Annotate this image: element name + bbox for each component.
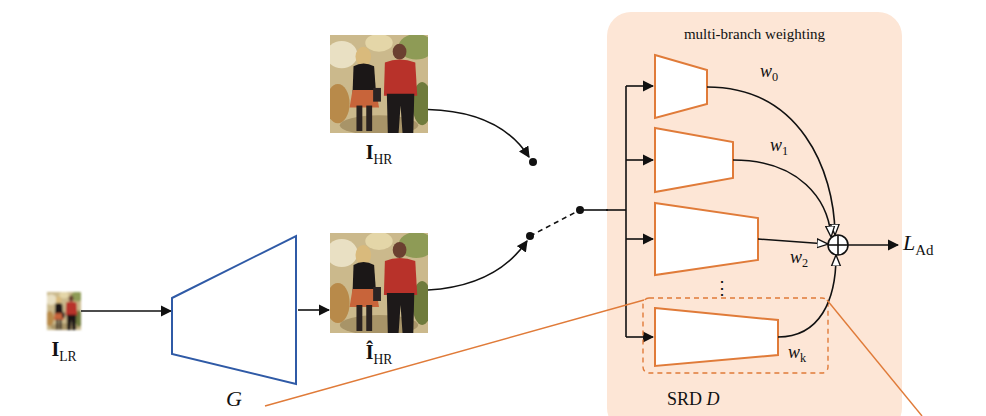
image-node: IHR bbox=[330, 35, 428, 133]
flow-arrow bbox=[81, 310, 171, 312]
switch-stub bbox=[580, 209, 608, 211]
sum-circle bbox=[828, 235, 848, 255]
dashed-highlight bbox=[643, 298, 828, 373]
super-res-photo bbox=[326, 232, 434, 335]
branch-output bbox=[733, 160, 831, 236]
bus-line bbox=[606, 209, 626, 211]
branch-output bbox=[758, 239, 827, 244]
loss-label: LAd bbox=[903, 231, 934, 259]
sum-plus bbox=[837, 235, 839, 255]
image-label: ÎHR bbox=[366, 341, 393, 368]
branch-input bbox=[626, 336, 653, 338]
branch-network bbox=[655, 308, 778, 366]
generator-block: G bbox=[170, 234, 298, 386]
block-label: G bbox=[226, 387, 242, 411]
panel-name: SRD D bbox=[667, 390, 720, 410]
switch-dot bbox=[529, 158, 537, 166]
discriminator-panel: multi-branch weightingSRD D bbox=[607, 12, 902, 416]
text-part: SRD bbox=[667, 389, 707, 409]
flow-arrow bbox=[428, 109, 529, 157]
panel-title: multi-branch weighting bbox=[684, 26, 825, 43]
image-label: ILR bbox=[51, 338, 76, 365]
switch-dot bbox=[526, 232, 534, 240]
flow-arrow bbox=[298, 309, 329, 311]
text-part: I bbox=[366, 141, 374, 163]
bus-line bbox=[625, 86, 627, 337]
text-part: HR bbox=[373, 152, 392, 167]
text-part: I bbox=[51, 338, 59, 360]
text-part: Î bbox=[366, 341, 374, 363]
high-res-photo bbox=[326, 34, 434, 135]
branch-input bbox=[626, 159, 653, 161]
generator-outline bbox=[170, 234, 298, 386]
text-part: HR bbox=[373, 352, 392, 367]
branch-network bbox=[655, 55, 707, 118]
image-label: IHR bbox=[366, 141, 393, 168]
text-part: G bbox=[226, 386, 242, 411]
branch-input bbox=[626, 85, 653, 87]
text-part: L bbox=[903, 230, 915, 255]
branch-output bbox=[778, 256, 836, 337]
image-node: ILR bbox=[47, 292, 81, 330]
branch-input bbox=[626, 238, 653, 240]
text-part: LR bbox=[59, 349, 76, 364]
leader-line bbox=[827, 300, 922, 416]
low-res-photo bbox=[46, 292, 83, 331]
generator-trapezoid bbox=[172, 236, 296, 384]
output-arrow bbox=[848, 244, 898, 246]
text-part: Ad bbox=[915, 242, 933, 258]
switch-dashed bbox=[530, 211, 578, 236]
leader-line bbox=[265, 300, 644, 406]
image-node: ÎHR bbox=[330, 233, 428, 333]
branch-output bbox=[707, 87, 835, 234]
flow-arrow bbox=[428, 241, 527, 290]
branch-network bbox=[655, 203, 758, 275]
switch-dot bbox=[576, 206, 584, 214]
branch-network bbox=[655, 128, 733, 192]
text-part: D bbox=[707, 389, 720, 409]
